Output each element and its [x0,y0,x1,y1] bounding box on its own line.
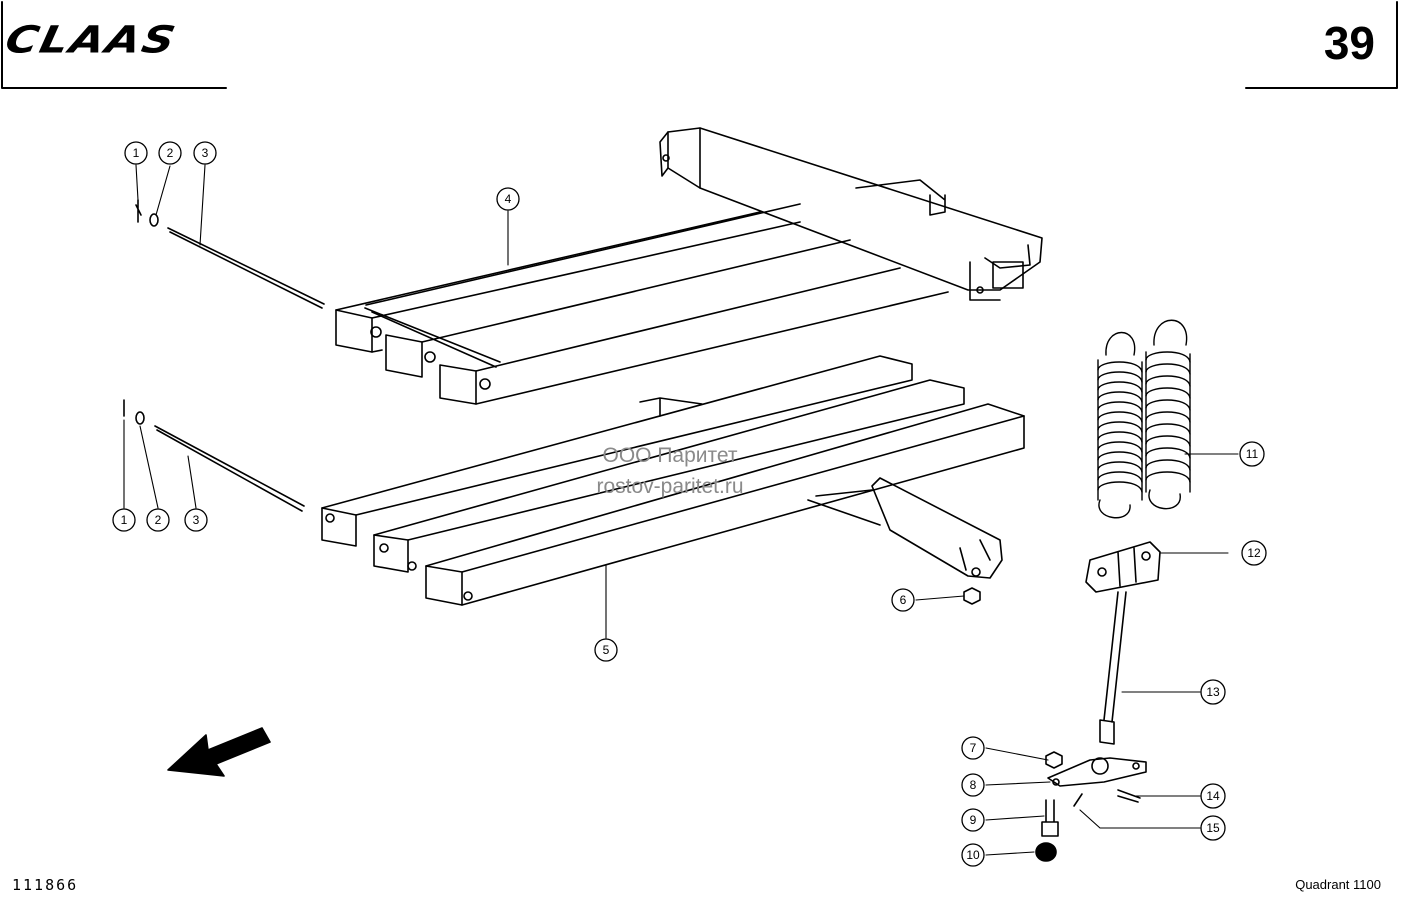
svg-text:1: 1 [133,146,140,160]
direction-arrow [167,727,271,777]
svg-text:6: 6 [900,593,907,607]
callout-14: 14 [1200,783,1226,809]
svg-text:14: 14 [1206,789,1220,803]
svg-text:8: 8 [970,778,977,792]
callouts: 1 2 3 4 1 2 3 5 6 7 8 9 10 11 12 13 14 1… [112,141,1267,867]
svg-text:10: 10 [966,848,980,862]
callout-3-lower: 3 [184,508,208,532]
plate [1085,541,1161,593]
callout-2-lower: 2 [146,508,170,532]
svg-text:2: 2 [155,513,162,527]
rod-upper [167,227,325,309]
callout-9: 9 [961,808,985,832]
frame-border [1,1,1398,89]
callout-15: 15 [1200,815,1226,841]
svg-text:7: 7 [970,741,977,755]
svg-text:9: 9 [970,813,977,827]
drawing-number: 111866 [12,876,79,894]
callout-3-upper: 3 [193,141,217,165]
svg-text:3: 3 [193,513,200,527]
callout-1-lower: 1 [112,508,136,532]
watermark-company: ООО Паритет [602,444,738,467]
page-number: 39 [1323,17,1375,69]
callout-1-upper: 1 [124,141,148,165]
svg-text:3: 3 [202,146,209,160]
lower-frame-assembly [321,355,1025,606]
callout-11: 11 [1239,441,1265,467]
svg-text:12: 12 [1247,546,1261,560]
springs [1097,319,1191,519]
callout-5: 5 [594,638,618,662]
svg-text:11: 11 [1246,447,1259,461]
svg-text:15: 15 [1206,821,1220,835]
callout-7: 7 [961,736,985,760]
callout-6: 6 [891,588,915,612]
callout-8: 8 [961,773,985,797]
svg-text:2: 2 [167,146,174,160]
svg-text:13: 13 [1206,685,1220,699]
svg-text:1: 1 [121,513,128,527]
rod-lower [154,425,305,512]
model-name: Quadrant 1100 [1295,877,1381,892]
watermark-url: rostov-paritet.ru [596,475,744,498]
callout-2-upper: 2 [158,141,182,165]
upper-frame-assembly [335,127,1043,405]
threaded-rod [1103,591,1127,723]
callout-4: 4 [496,187,520,211]
svg-text:4: 4 [505,192,512,206]
callout-10: 10 [961,843,985,867]
watermark: ООО Паритет rostov-paritet.ru [540,440,800,502]
callout-12: 12 [1241,540,1267,566]
callout-13: 13 [1200,679,1226,705]
svg-text:5: 5 [603,643,610,657]
lever [1047,757,1147,787]
